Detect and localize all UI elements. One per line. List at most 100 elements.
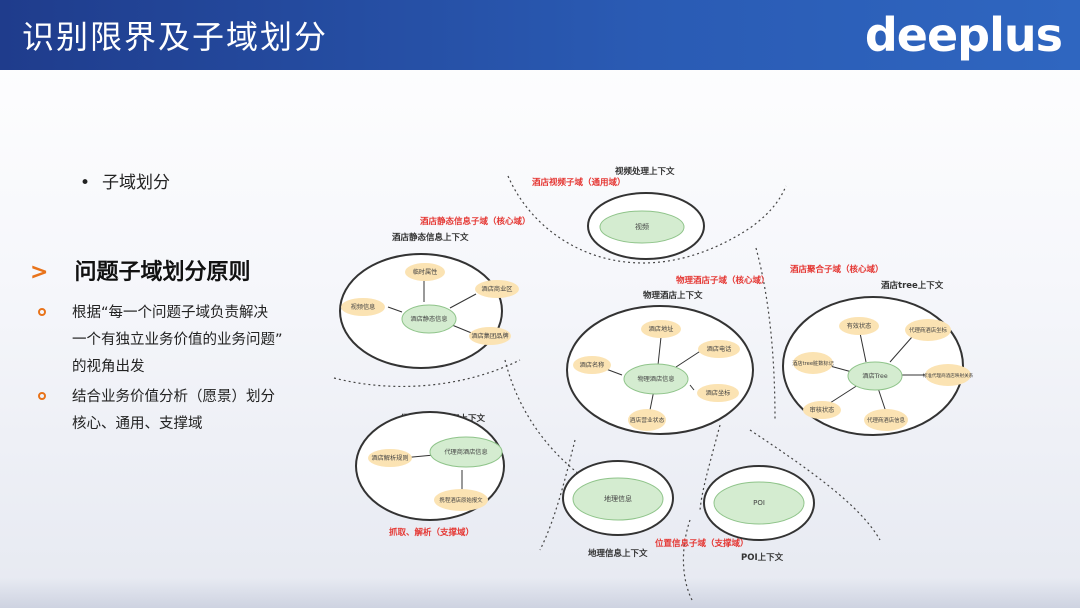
node-bubble (839, 317, 879, 335)
node-text: 标准代理商酒店映射关系 (923, 372, 974, 379)
video-domain-label: 酒店视频子域（通用域） (532, 177, 626, 188)
geo-context-title: 地理信息上下文 (588, 548, 648, 559)
node-bubble (697, 384, 739, 402)
node-bubble (698, 340, 740, 358)
bottom-decoration (0, 578, 1080, 608)
principle-item-2: 结合业务价值分析（愿景）划分 核心、通用、支撑域 (38, 384, 275, 438)
node-text: 携程酒店原始报文 (439, 496, 483, 504)
connector-line (829, 365, 853, 373)
node-bubble (469, 327, 511, 345)
connector-line (689, 384, 695, 391)
node-text: 酒店商业区 (482, 285, 513, 293)
connector-line (605, 368, 623, 376)
node-text: 视频信息 (351, 303, 376, 311)
boundary-line (699, 424, 721, 511)
principle-item-1-line-3: 的视角出发 (72, 359, 145, 375)
boundary-line (539, 439, 576, 551)
geo-center-text: 地理信息 (604, 494, 632, 503)
principle-item-1: 根据“每一个问题子域负责解决 一个有独立业务价值的业务问题” 的视角出发 (38, 300, 283, 381)
tree-center-text: 酒店Tree (862, 372, 887, 380)
node-text: 酒店营业状态 (630, 416, 665, 424)
geo-center-bubble (572, 477, 664, 521)
physical-context-title: 物理酒店上下文 (643, 290, 703, 301)
poi-center-text: POI (753, 499, 765, 507)
connector-line (387, 306, 403, 313)
physical-domain-label: 物理酒店子域（核心域） (676, 275, 770, 286)
video-center-bubble (599, 210, 685, 244)
node-bubble (925, 364, 971, 386)
deeplus-logo: deeplus (864, 8, 1063, 62)
node-text: 酒店tree脏数标记 (792, 359, 834, 367)
physical-center-bubble (623, 363, 689, 395)
tree-domain-label: 酒店聚合子域（核心域） (790, 264, 884, 275)
page-title: 识别限界及子域划分 (22, 18, 329, 56)
node-text: 代理商酒店坐标 (909, 326, 947, 334)
boundary-line (507, 175, 787, 264)
principle-title: 问题子域划分原则 (74, 260, 251, 285)
node-bubble (405, 263, 445, 281)
node-bubble (368, 449, 412, 467)
physical-center-text: 物理酒店信息 (637, 375, 674, 383)
center-bubbles (401, 210, 903, 525)
connectors (387, 279, 928, 492)
node-bubble (341, 298, 385, 316)
node-bubble (793, 352, 833, 374)
connector-line (859, 332, 867, 363)
node-bubble (475, 280, 519, 298)
video-context-title: 视频处理上下文 (615, 166, 675, 177)
connector-line (675, 349, 703, 368)
header-bar: 识别限界及子域划分 deeplus (0, 0, 1080, 70)
principle-item-2-line-1: 结合业务价值分析（愿景）划分 (72, 389, 275, 405)
boundary-line (682, 519, 693, 601)
principle-heading: > 问题子域划分原则 (30, 254, 250, 286)
node-bubble (434, 489, 488, 511)
connector-line (657, 336, 662, 366)
node-bubble (573, 356, 611, 374)
static-context-title: 酒店静态信息上下文 (392, 232, 469, 243)
node-bubbles (341, 263, 971, 511)
bubble-texts: 视频 酒店静态信息 临时属性 酒店商业区 视频信息 酒店集团品牌 物理酒店信息 … (351, 222, 974, 507)
node-text: 审核状态 (810, 406, 835, 414)
node-bubble (905, 319, 951, 341)
chevron-right-icon: > (30, 260, 49, 285)
boundary-line (749, 429, 881, 541)
node-text: 酒店电话 (707, 345, 732, 353)
principle-item-1-line-2: 一个有独立业务价值的业务问题” (72, 332, 283, 348)
connector-line (877, 387, 887, 413)
boundary-lines (333, 175, 881, 601)
static-center-bubble (401, 304, 457, 334)
boundary-line (755, 247, 776, 421)
node-bubble (641, 320, 681, 338)
node-text: 有效状态 (847, 322, 872, 330)
subdomain-bullet: • 子域划分 (80, 168, 170, 193)
node-text: 酒店名称 (580, 361, 605, 369)
node-text: 酒店地址 (649, 325, 674, 333)
connector-line (449, 293, 477, 309)
static-domain-label: 酒店静态信息子域（核心域） (420, 216, 531, 227)
principle-item-2-line-2: 核心、通用、支撑域 (72, 416, 203, 432)
connector-line (451, 324, 475, 335)
poi-context-title: POI上下文 (741, 552, 784, 563)
node-bubble (803, 401, 841, 419)
boundary-line (333, 359, 521, 388)
node-text: 代理商酒店信息 (867, 416, 905, 424)
poi-domain-label: 位置信息子域（支撑域） (655, 538, 749, 549)
bullet-text: 子域划分 (102, 173, 171, 193)
circle-bullet-icon (38, 308, 46, 316)
agent-center-text: 代理商酒店信息 (444, 448, 487, 456)
connector-line (889, 336, 913, 363)
static-center-text: 酒店静态信息 (410, 315, 447, 323)
connector-line (829, 384, 859, 404)
node-bubble (628, 409, 666, 431)
tree-context-title: 酒店tree上下文 (881, 280, 944, 291)
principle-item-1-line-1: 根据“每一个问题子域负责解决 (72, 305, 269, 321)
agent-center-bubble (429, 436, 503, 468)
node-text: 酒店解析规则 (371, 454, 408, 462)
node-text: 临时属性 (413, 268, 438, 276)
bullet-dot-icon: • (80, 173, 91, 193)
boundary-line (504, 359, 621, 501)
video-center-text: 视频 (635, 222, 649, 231)
node-bubble (864, 409, 908, 431)
poi-center-bubble (713, 481, 805, 525)
